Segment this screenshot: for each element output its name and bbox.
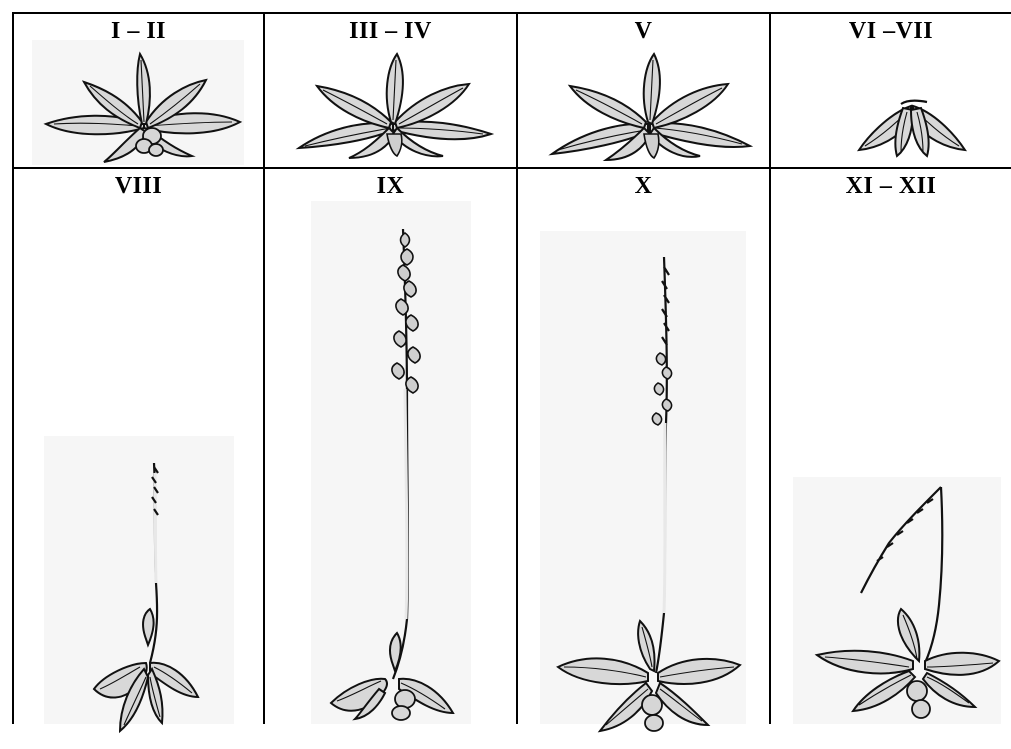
stage-label-7: X [518, 173, 769, 200]
seed-capsules [652, 267, 671, 425]
stage-label-5: VIII [14, 173, 263, 200]
fruiting-stem-illustration [552, 253, 742, 733]
flowering-stem-illustration [90, 463, 220, 733]
stage-label-2: III – IV [265, 18, 516, 45]
stage-label-4: VI –VII [771, 18, 1011, 45]
stage-cell-6: IX [265, 169, 516, 724]
stage-cell-7: X [518, 169, 769, 724]
stage-cell-3: V [518, 14, 769, 167]
rosette-illustration [293, 50, 493, 160]
dormant-rosette-illustration [857, 98, 967, 158]
stage-cell-1: I – II [14, 14, 263, 167]
stage-cell-8: XI – XII [771, 169, 1011, 724]
stage-label-8: XI – XII [771, 173, 1011, 200]
stage-label-3: V [518, 18, 769, 45]
rosette-illustration [548, 50, 758, 162]
stage-cell-2: III – IV [265, 14, 516, 167]
stage-label-6: IX [265, 173, 516, 200]
phenology-table: I – II III – IV [12, 12, 1011, 724]
rosette-illustration [44, 52, 244, 162]
flowering-stem-illustration [329, 219, 479, 719]
stage-cell-5: VIII [14, 169, 263, 724]
senescent-stem-illustration [803, 485, 1003, 725]
stage-cell-4: VI –VII [771, 14, 1011, 167]
